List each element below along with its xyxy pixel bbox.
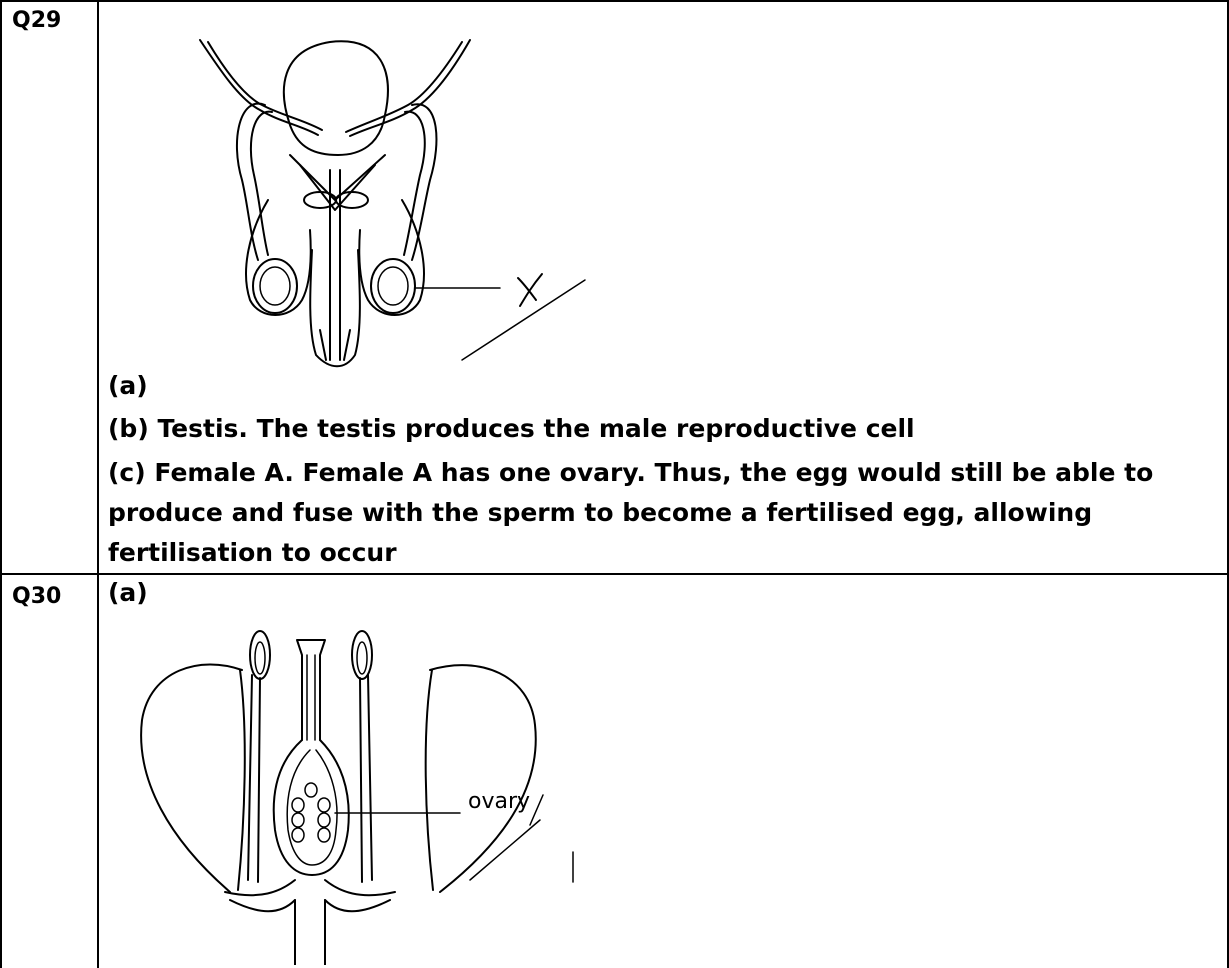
q30-answer-a: (a)	[108, 576, 148, 609]
flower-cross-section-diagram: ovary	[130, 630, 590, 965]
q29-answer-b: (b) Testis. The testis produces the male…	[108, 412, 915, 445]
male-reproductive-system-diagram	[180, 30, 610, 370]
q29-answer-c-line2: produce and fuse with the sperm to becom…	[108, 496, 1092, 529]
row-divider	[0, 573, 1229, 575]
table-top-border	[0, 0, 1229, 2]
question-number-q29: Q29	[12, 8, 61, 33]
column-divider	[97, 0, 99, 968]
table-left-border	[0, 0, 2, 968]
q29-answer-c-line3: fertilisation to occur	[108, 536, 397, 569]
diagram-label-ovary: ovary	[468, 789, 530, 814]
question-number-q30: Q30	[12, 584, 61, 609]
q29-answer-a: (a)	[108, 369, 148, 402]
q29-answer-c-line1: (c) Female A. Female A has one ovary. Th…	[108, 456, 1153, 489]
